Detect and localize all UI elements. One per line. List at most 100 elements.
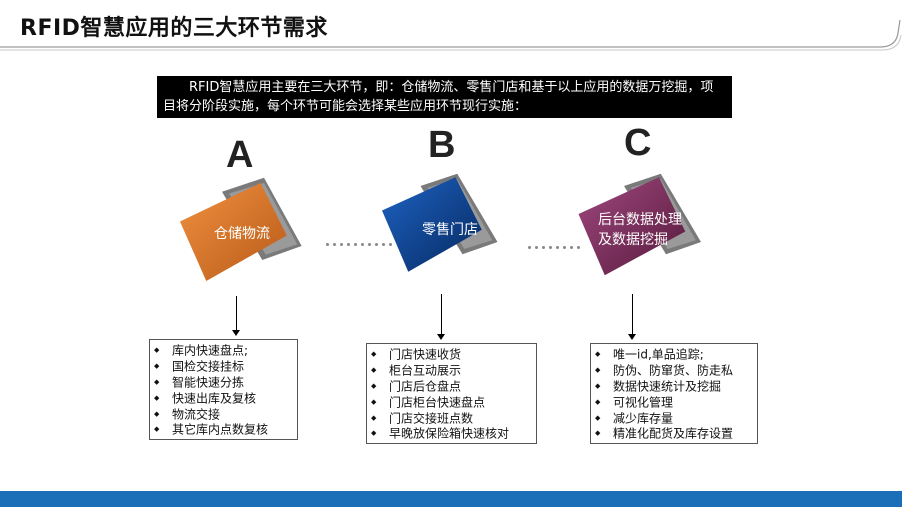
connector-dot xyxy=(563,246,566,249)
bullet-icon: ◆ xyxy=(154,393,160,402)
list-item: ◆ 精准化配货及库存设置 xyxy=(595,426,751,442)
bullet-icon: ◆ xyxy=(371,429,377,438)
bullet-icon: ◆ xyxy=(595,429,601,438)
connector-dot xyxy=(570,246,573,249)
connector-dot xyxy=(361,243,364,246)
list-item-text: 可视化管理 xyxy=(613,394,674,409)
list-item: ◆数据快速统计及挖掘 xyxy=(595,379,751,395)
connector-a-b xyxy=(326,243,392,247)
list-item-text: 物流交接 xyxy=(172,406,221,421)
stage-c-label: 后台数据处理 及数据挖掘 xyxy=(598,210,682,250)
connector-b-c xyxy=(528,246,582,250)
bullet-icon: ◆ xyxy=(371,381,377,390)
connector-dot xyxy=(354,243,357,246)
stage-b-list: ◆ 门店快速收货 ◆ 柜台互动展示 ◆ 门店后仓盘点 ◆ 门店柜台快速盘点 ◆ 门店交接班点数 ◆ 早… xyxy=(366,343,537,444)
list-item-text: 其它库内点数复核 xyxy=(172,422,269,437)
bullet-icon: ◆ xyxy=(371,397,377,406)
stage-b-letter: B xyxy=(428,124,456,166)
list-item: ◆ 可视化管理 xyxy=(595,395,751,411)
stage-a-shape xyxy=(180,177,302,281)
stage-a-letter: A xyxy=(226,134,254,176)
intro-banner: RFID智慧应用主要在三大环节，即：仓储物流、零售门店和基于以上应用的数据万挖掘… xyxy=(157,76,732,118)
list-item-text: 唯一id,单品追踪; xyxy=(613,347,704,362)
list-item: ◆ 快速出库及复核 xyxy=(154,391,291,407)
stage-c-diamond: 后台数据处理 及数据挖掘 xyxy=(568,158,708,298)
arrow-b-head xyxy=(437,334,445,340)
list-item-text: 精准化配货及库存设置 xyxy=(613,426,734,441)
arrow-c-line xyxy=(632,294,633,334)
list-item: ◆ 门店柜台快速盘点 xyxy=(371,395,530,411)
list-item: ◆ 门店快速收货 xyxy=(371,347,530,363)
stage-b-label: 零售门店 xyxy=(422,222,478,238)
connector-dot xyxy=(535,246,538,249)
title-underline xyxy=(0,19,902,51)
bullet-icon: ◆ xyxy=(371,365,377,374)
list-item: ◆ 其它库内点数复核 xyxy=(154,422,291,438)
bullet-icon: ◆ xyxy=(595,350,601,358)
bullet-icon: ◆ xyxy=(595,397,601,406)
connector-dot xyxy=(326,243,329,246)
stage-a-label: 仓储物流 xyxy=(214,226,270,242)
stage-c-label-line2: 及数据挖掘 xyxy=(598,232,668,248)
bullet-icon: ◆ xyxy=(371,350,377,358)
list-item-text: 门店快速收货 xyxy=(389,347,462,362)
list-item: ◆ 防伪、防窜货、防走私 xyxy=(595,363,751,379)
bullet-icon: ◆ xyxy=(595,365,601,374)
list-item: ◆ 唯一id,单品追踪; xyxy=(595,347,751,363)
connector-dot xyxy=(368,243,371,246)
connector-dot xyxy=(389,243,392,246)
bullet-icon: ◆ xyxy=(154,425,160,434)
list-item-text: 智能快速分拣 xyxy=(172,375,245,390)
stage-c-shape xyxy=(578,173,701,276)
list-item-text: 防伪、防窜货、防走私 xyxy=(613,363,734,378)
list-item-text: 快速出库及复核 xyxy=(172,390,257,405)
list-item: ◆ 减少库存量 xyxy=(595,411,751,427)
title-bar: RFID智慧应用的三大环节需求 xyxy=(0,0,902,56)
list-item-text: 早晚放保险箱快速核对 xyxy=(389,426,510,441)
stage-a-list: ◆库内快速盘点;◆国检交接挂标◆智能快速分拣◆快速出库及复核◆物流交接◆其它库内… xyxy=(149,339,298,440)
stage-b-shape xyxy=(382,173,498,272)
list-item-text: 门店后仓盘点 xyxy=(389,379,462,394)
stage-b-items: ◆ 门店快速收货 ◆ 柜台互动展示 ◆ 门店后仓盘点 ◆ 门店柜台快速盘点 ◆ 门店交接班点数 ◆ 早… xyxy=(371,347,530,442)
connector-dot xyxy=(375,243,378,246)
list-item: ◆ 柜台互动展示 xyxy=(371,363,530,379)
connector-dot xyxy=(556,246,559,249)
list-item: ◆国检交接挂标 xyxy=(154,359,291,375)
list-item: ◆ 库内快速盘点; xyxy=(154,343,291,359)
stage-c-list: ◆唯一id,单品追踪;◆防伪、防窜货、防走私◆数据快速统计及挖掘◆可视化管理◆减… xyxy=(590,343,758,444)
list-item-text: 库内快速盘点; xyxy=(172,343,249,358)
list-item-text: 减少库存量 xyxy=(613,410,674,425)
stage-b-diamond: 零售门店 xyxy=(368,158,508,298)
bullet-icon: ◆ xyxy=(154,346,160,354)
stage-c-letter: C xyxy=(624,122,652,164)
stage-c-items: ◆唯一id,单品追踪;◆防伪、防窜货、防走私◆数据快速统计及挖掘◆可视化管理◆减… xyxy=(595,347,751,442)
list-item-text: 柜台互动展示 xyxy=(389,363,462,378)
list-item-text: 门店柜台快速盘点 xyxy=(389,394,486,409)
stage-a-items: ◆库内快速盘点;◆国检交接挂标◆智能快速分拣◆快速出库及复核◆物流交接◆其它库内… xyxy=(154,343,291,438)
connector-dot xyxy=(382,243,385,246)
connector-dot xyxy=(340,243,343,246)
intro-text: RFID智慧应用主要在三大环节，即：仓储物流、零售门店和基于以上应用的数据万挖掘… xyxy=(163,80,714,114)
arrow-a-head xyxy=(232,330,240,336)
list-item: ◆ 门店后仓盘点 xyxy=(371,379,530,395)
connector-dot xyxy=(528,246,531,249)
list-item: ◆ 物流交接 xyxy=(154,407,291,423)
arrow-a-line xyxy=(236,296,237,330)
bullet-icon: ◆ xyxy=(595,413,601,422)
arrow-b-line xyxy=(441,294,442,334)
list-item-text: 门店交接班点数 xyxy=(389,410,474,425)
connector-dot xyxy=(577,246,580,249)
footer-bar xyxy=(0,491,902,507)
bullet-icon: ◆ xyxy=(154,409,160,418)
bullet-icon: ◆ xyxy=(371,413,377,422)
list-item: ◆ 门店交接班点数 xyxy=(371,411,530,427)
bullet-icon: ◆ xyxy=(154,361,160,370)
connector-dot xyxy=(549,246,552,249)
connector-dot xyxy=(347,243,350,246)
connector-dot xyxy=(542,246,545,249)
stage-c-label-line1: 后台数据处理 xyxy=(598,212,682,228)
bullet-icon: ◆ xyxy=(154,377,160,386)
page-title: RFID智慧应用的三大环节需求 xyxy=(20,16,328,41)
list-item: ◆ 智能快速分拣 xyxy=(154,375,291,391)
list-item-text: 数据快速统计及挖掘 xyxy=(613,379,722,394)
